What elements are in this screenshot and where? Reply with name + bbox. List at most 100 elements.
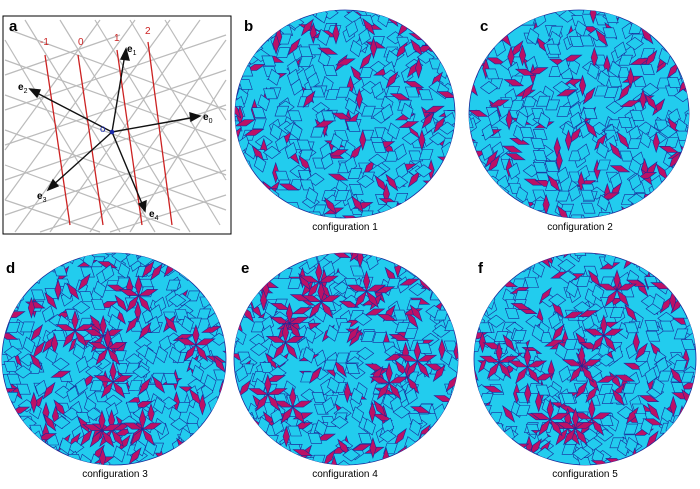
thick-rhombus	[556, 106, 572, 117]
thick-rhombus	[440, 10, 453, 13]
thick-rhombus	[2, 301, 11, 313]
star-thin-rhombus	[362, 270, 371, 293]
thin-rhombus	[578, 74, 587, 97]
thick-rhombus	[408, 283, 427, 297]
star-thin-rhombus	[112, 375, 134, 383]
thick-rhombus	[474, 299, 482, 311]
thick-rhombus	[474, 253, 485, 260]
thin-rhombus	[681, 464, 695, 465]
thin-rhombus	[627, 67, 635, 89]
thick-rhombus	[452, 155, 455, 173]
star-thin-rhombus	[98, 409, 106, 432]
thick-rhombus	[6, 268, 19, 286]
thin-rhombus	[147, 402, 155, 425]
thick-rhombus	[44, 450, 63, 464]
thin-rhombus	[473, 187, 487, 205]
thick-rhombus	[530, 138, 546, 149]
thin-rhombus	[385, 71, 399, 89]
thick-rhombus	[625, 36, 644, 50]
thin-rhombus	[443, 428, 457, 447]
thick-rhombus	[239, 180, 255, 191]
thin-rhombus	[359, 52, 373, 70]
thick-rhombus	[2, 437, 11, 448]
thick-rhombus	[14, 365, 33, 379]
thin-rhombus	[438, 338, 446, 361]
thick-rhombus	[221, 443, 226, 454]
thick-rhombus	[287, 68, 300, 86]
thin-rhombus	[436, 91, 455, 98]
thick-rhombus	[197, 253, 212, 260]
thick-rhombus	[478, 433, 494, 445]
thin-rhombus	[688, 192, 689, 200]
thin-rhombus	[235, 101, 242, 119]
thin-rhombus	[652, 98, 666, 116]
star-thin-rhombus	[194, 338, 216, 346]
origin-label: o	[100, 124, 106, 135]
thin-rhombus	[371, 413, 393, 421]
thick-rhombus	[483, 181, 497, 199]
thick-rhombus	[164, 254, 179, 266]
thick-rhombus	[685, 253, 696, 261]
thick-rhombus	[694, 455, 696, 465]
thick-rhombus	[147, 253, 163, 257]
thin-rhombus	[555, 149, 563, 172]
thin-rhombus	[515, 253, 529, 270]
thick-rhombus	[565, 280, 579, 298]
thin-rhombus	[2, 253, 8, 265]
thick-rhombus	[545, 99, 561, 111]
thick-rhombus	[20, 321, 35, 333]
thick-rhombus	[39, 459, 58, 465]
thin-rhombus	[642, 418, 664, 426]
thick-rhombus	[469, 180, 475, 191]
thin-rhombus	[510, 303, 532, 310]
thick-rhombus	[276, 204, 292, 216]
star-thin-rhombus	[588, 398, 596, 420]
thick-rhombus	[422, 193, 438, 204]
thin-rhombus	[332, 22, 340, 45]
thin-rhombus	[624, 304, 638, 322]
thick-rhombus	[238, 208, 251, 218]
thick-rhombus	[52, 415, 71, 429]
thick-rhombus	[442, 25, 455, 37]
star-thin-rhombus	[284, 336, 306, 343]
thin-rhombus	[644, 49, 658, 68]
thick-rhombus	[216, 254, 226, 272]
thin-rhombus	[632, 331, 640, 354]
thick-rhombus	[597, 194, 610, 212]
thick-rhombus	[25, 253, 44, 256]
thick-rhombus	[234, 253, 240, 259]
thick-rhombus	[624, 322, 639, 334]
thin-rhombus	[405, 253, 414, 268]
thin-rhombus	[29, 353, 43, 371]
thick-rhombus	[684, 197, 689, 215]
thick-rhombus	[628, 125, 641, 143]
star-thin-rhombus	[486, 361, 500, 380]
thick-rhombus	[2, 253, 10, 263]
thick-rhombus	[430, 19, 449, 33]
thick-rhombus	[360, 331, 376, 342]
thick-rhombus	[408, 463, 422, 465]
thick-rhombus	[641, 82, 660, 96]
thin-rhombus	[198, 393, 206, 416]
thick-rhombus	[666, 77, 682, 88]
vector-label-e1-base: e	[127, 44, 133, 55]
star-thin-rhombus	[385, 362, 393, 385]
thick-rhombus	[392, 454, 406, 465]
line-label-2: 2	[145, 26, 151, 37]
thick-rhombus	[101, 264, 115, 282]
thick-rhombus	[474, 309, 483, 321]
thick-rhombus	[334, 190, 350, 201]
thick-rhombus	[358, 28, 371, 46]
thick-rhombus	[455, 458, 458, 465]
thin-rhombus	[234, 404, 241, 412]
thin-rhombus	[241, 440, 254, 459]
thick-rhombus	[628, 173, 642, 191]
thick-rhombus	[567, 214, 583, 218]
thin-rhombus	[682, 433, 695, 452]
star-thin-rhombus	[292, 406, 306, 425]
thin-rhombus	[639, 88, 647, 111]
thin-rhombus	[477, 218, 496, 220]
thick-rhombus	[442, 56, 455, 68]
thick-rhombus	[72, 301, 91, 315]
thick-rhombus	[646, 210, 659, 218]
